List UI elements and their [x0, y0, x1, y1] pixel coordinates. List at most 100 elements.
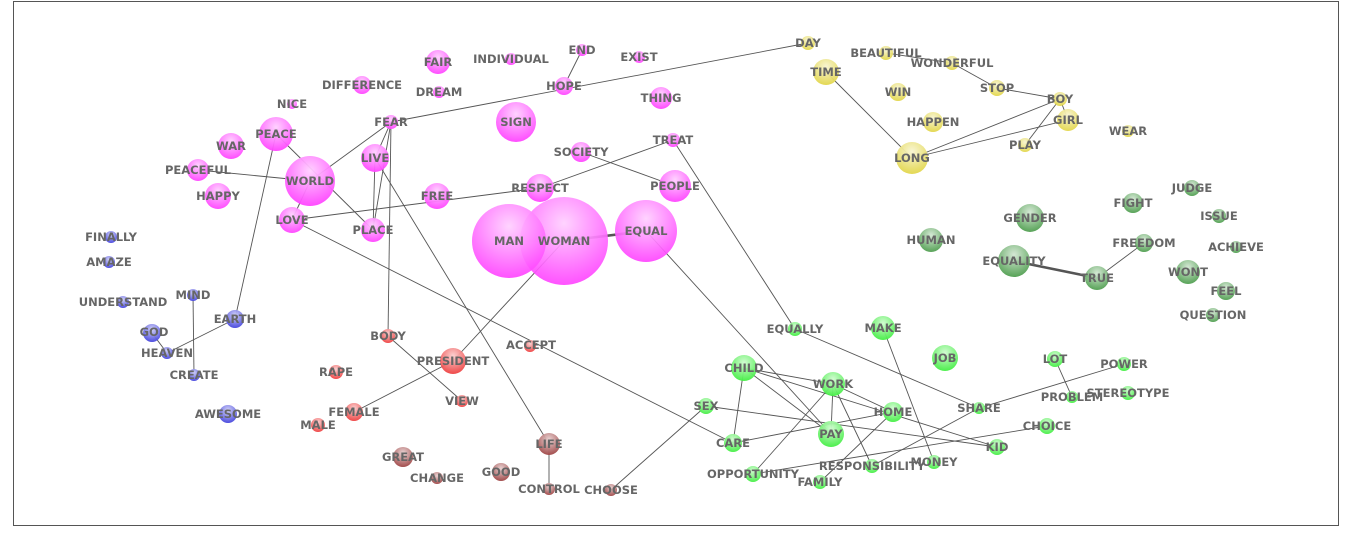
node-beautiful[interactable] [879, 46, 893, 60]
node-president[interactable] [440, 348, 466, 374]
node-feel[interactable] [1217, 282, 1235, 300]
node-respect[interactable] [526, 174, 554, 202]
node-opportunity[interactable] [745, 466, 761, 482]
node-heaven[interactable] [161, 347, 173, 359]
node-war[interactable] [218, 133, 244, 159]
node-freedom[interactable] [1135, 234, 1153, 252]
node-problem[interactable] [1066, 391, 1078, 403]
node-body[interactable] [381, 329, 395, 343]
node-good[interactable] [492, 463, 510, 481]
node-happy[interactable] [205, 183, 231, 209]
node-woman[interactable] [520, 197, 608, 285]
node-hope[interactable] [555, 77, 573, 95]
node-home[interactable] [883, 402, 903, 422]
node-job[interactable] [932, 345, 958, 371]
node-equal[interactable] [615, 200, 677, 262]
node-fight[interactable] [1123, 193, 1143, 213]
node-choose[interactable] [605, 484, 617, 496]
node-man[interactable] [472, 204, 546, 278]
node-equally[interactable] [788, 322, 802, 336]
node-happen[interactable] [923, 112, 943, 132]
node-question[interactable] [1206, 308, 1220, 322]
node-amaze[interactable] [103, 256, 115, 268]
node-boy[interactable] [1053, 92, 1067, 106]
node-world[interactable] [285, 156, 335, 206]
node-care[interactable] [724, 434, 742, 452]
node-pay[interactable] [818, 421, 844, 447]
node-rape[interactable] [329, 365, 343, 379]
node-control[interactable] [543, 483, 555, 495]
node-make[interactable] [871, 316, 895, 340]
node-judge[interactable] [1184, 180, 1200, 196]
node-difference[interactable] [353, 76, 371, 94]
node-live[interactable] [361, 144, 389, 172]
node-family[interactable] [813, 475, 827, 489]
node-love[interactable] [279, 207, 305, 233]
node-individual[interactable] [505, 53, 517, 65]
node-finally[interactable] [105, 231, 117, 243]
node-great[interactable] [393, 447, 413, 467]
label-fight: FIGHT [1113, 196, 1152, 210]
node-create[interactable] [188, 369, 200, 381]
node-dream[interactable] [433, 86, 445, 98]
node-god[interactable] [143, 324, 161, 342]
node-wonderful[interactable] [945, 56, 959, 70]
node-kid[interactable] [989, 439, 1005, 455]
node-life[interactable] [538, 433, 560, 455]
node-mind[interactable] [187, 289, 199, 301]
node-sign[interactable] [496, 102, 536, 142]
node-girl[interactable] [1057, 109, 1079, 131]
node-change[interactable] [431, 472, 443, 484]
node-awesome[interactable] [219, 405, 237, 423]
node-equality[interactable] [998, 245, 1030, 277]
node-choice[interactable] [1039, 418, 1055, 434]
node-peaceful[interactable] [187, 159, 209, 181]
node-female[interactable] [345, 403, 363, 421]
node-end[interactable] [576, 44, 588, 56]
node-issue[interactable] [1212, 209, 1226, 223]
node-play[interactable] [1018, 138, 1032, 152]
node-stereotype[interactable] [1121, 386, 1135, 400]
node-male[interactable] [311, 418, 325, 432]
node-treat[interactable] [666, 133, 680, 147]
node-exist[interactable] [633, 51, 645, 63]
node-money[interactable] [927, 455, 941, 469]
node-earth[interactable] [226, 310, 244, 328]
node-gender[interactable] [1016, 204, 1044, 232]
node-accept[interactable] [524, 340, 536, 352]
node-sex[interactable] [698, 398, 714, 414]
node-understand[interactable] [117, 296, 129, 308]
node-nice[interactable] [287, 99, 297, 109]
node-work[interactable] [821, 372, 845, 396]
edge-society-people [580, 151, 676, 187]
node-free[interactable] [424, 183, 450, 209]
node-lot[interactable] [1047, 351, 1063, 367]
node-share[interactable] [973, 402, 985, 414]
node-true[interactable] [1085, 266, 1109, 290]
node-society[interactable] [571, 142, 591, 162]
node-day[interactable] [801, 36, 815, 50]
node-fair[interactable] [426, 50, 450, 74]
label-finally: FINALLY [85, 230, 138, 244]
node-win[interactable] [889, 83, 907, 101]
node-place[interactable] [361, 218, 385, 242]
node-wear[interactable] [1122, 125, 1134, 137]
label-society: SOCIETY [554, 145, 609, 159]
node-time[interactable] [813, 59, 839, 85]
node-wont[interactable] [1176, 260, 1200, 284]
node-responsibility[interactable] [865, 459, 879, 473]
label-earth: EARTH [214, 312, 257, 326]
node-view[interactable] [456, 395, 468, 407]
node-long[interactable] [896, 142, 928, 174]
node-peace[interactable] [259, 117, 293, 151]
node-achieve[interactable] [1230, 241, 1242, 253]
label-individual: INDIVIDUAL [473, 52, 549, 66]
node-people[interactable] [659, 170, 691, 202]
node-power[interactable] [1117, 357, 1131, 371]
node-child[interactable] [731, 355, 757, 381]
node-stop[interactable] [989, 80, 1005, 96]
label-child: CHILD [724, 361, 763, 375]
node-human[interactable] [919, 228, 943, 252]
node-fear[interactable] [384, 115, 398, 129]
node-thing[interactable] [650, 87, 672, 109]
